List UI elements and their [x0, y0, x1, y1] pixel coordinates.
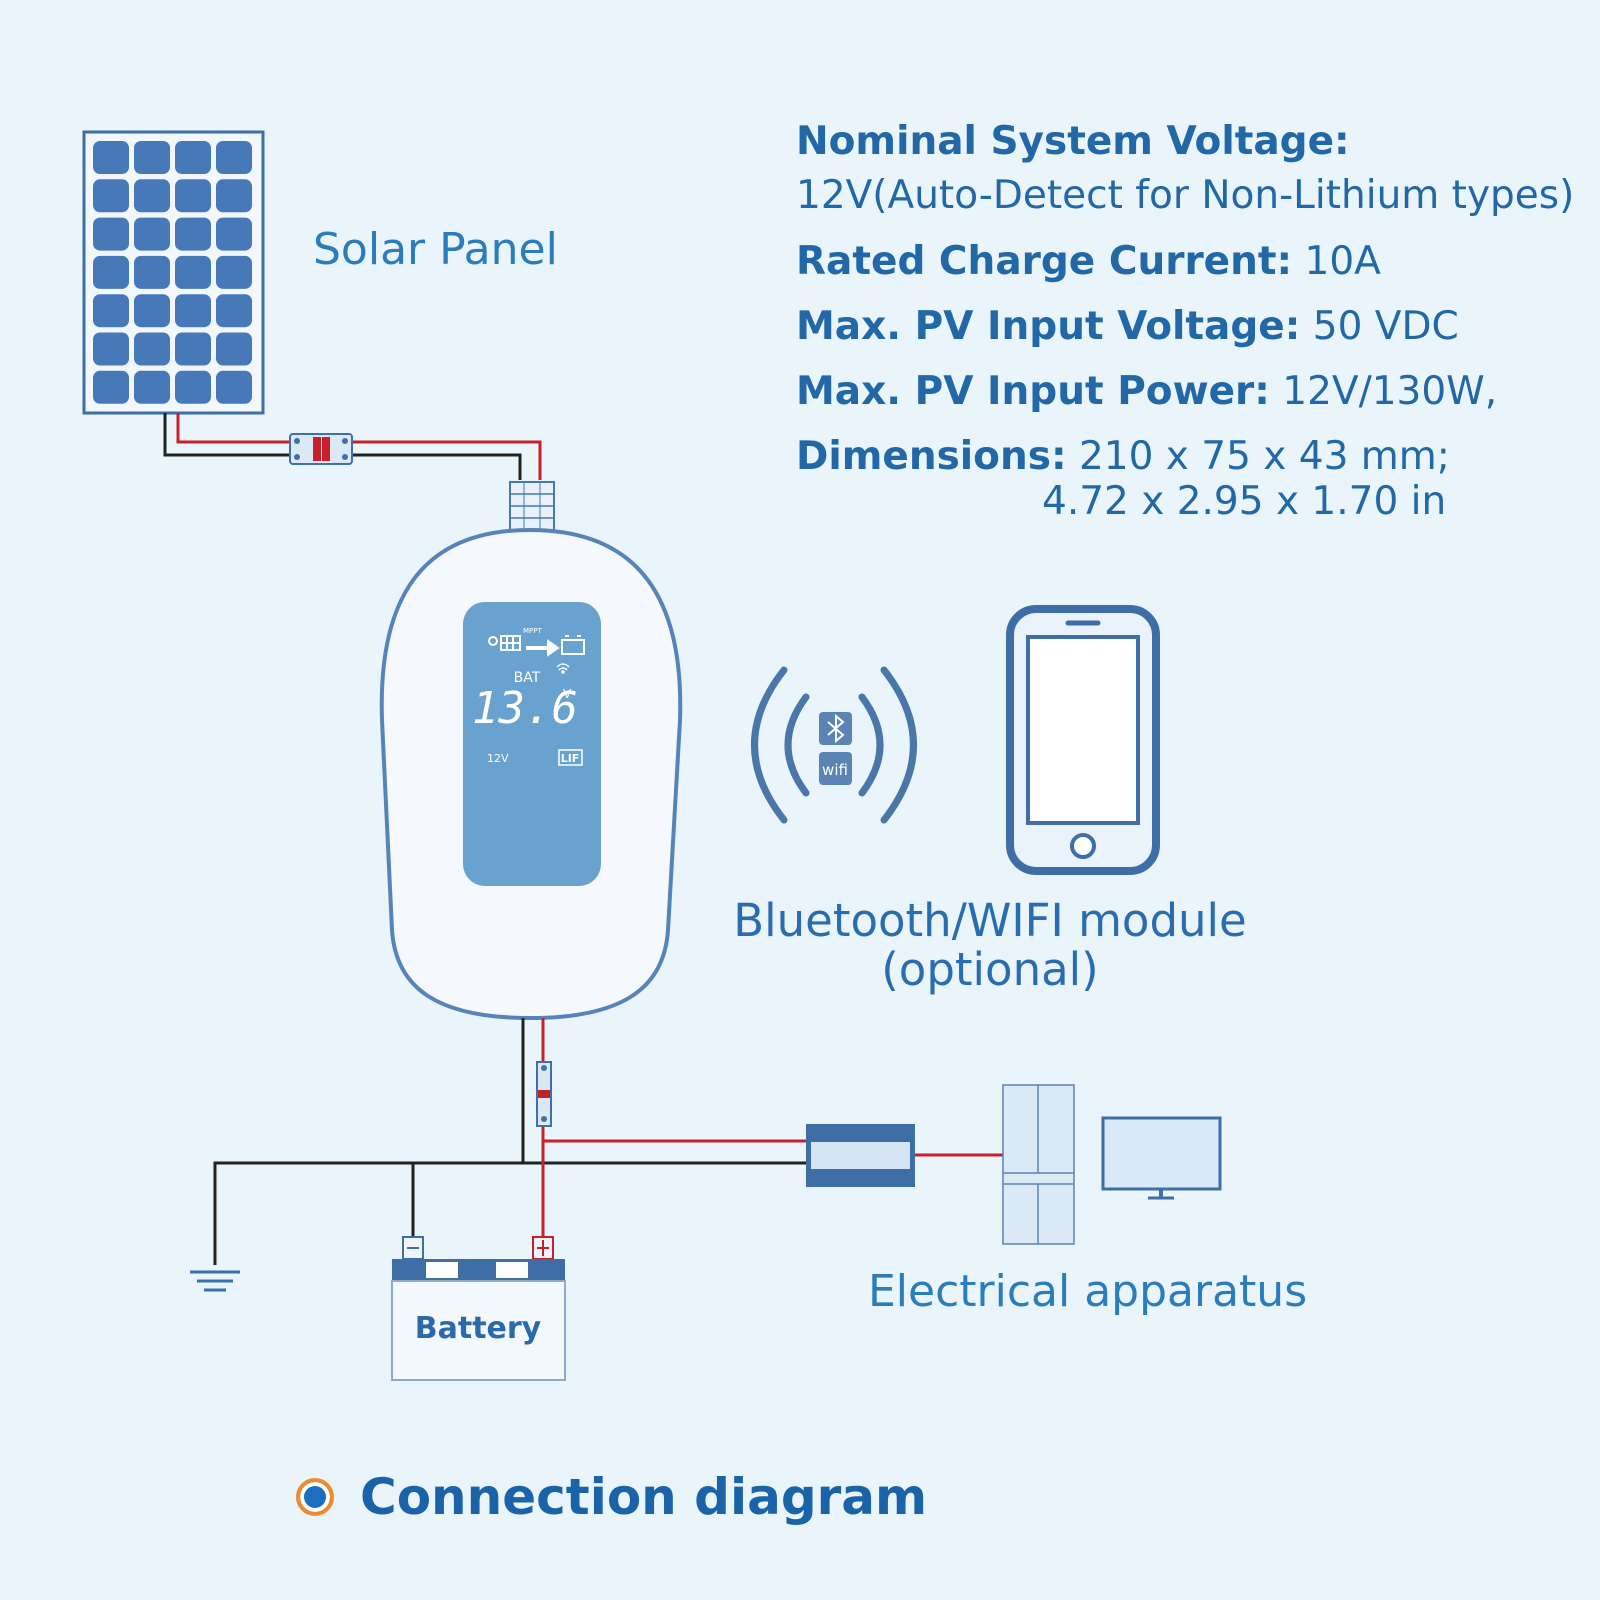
voltage-readout: 13.6: [472, 683, 578, 734]
solar-cell: [216, 141, 252, 174]
solar-cell: [93, 179, 129, 213]
output-wires: [213, 1018, 1003, 1265]
display-icons: [488, 635, 585, 657]
bullet-icon: [296, 1478, 334, 1516]
solar-cell: [134, 141, 170, 174]
solar-panel: [82, 130, 265, 415]
solar-cell: [175, 141, 211, 174]
ground-icon: [190, 1270, 240, 1292]
spec-dimensions: Dimensions: 210 x 75 x 43 mm;: [796, 434, 1450, 480]
spec-nominal-voltage-value: 12V(Auto-Detect for Non-Lithium types): [796, 173, 1575, 218]
smartphone-icon: [1006, 605, 1160, 875]
spec-label: Rated Charge Current:: [796, 239, 1293, 284]
solar-cell: [93, 141, 129, 174]
spec-dimensions-in: 4.72 x 2.95 x 1.70 in: [1042, 479, 1447, 524]
solar-cell: [216, 217, 252, 251]
solar-cell: [93, 370, 129, 404]
bluetooth-icon: [819, 712, 852, 745]
bat-label: BAT: [514, 670, 541, 686]
solar-cell: [134, 179, 170, 213]
spec-charge-current: Rated Charge Current: 10A: [796, 239, 1381, 285]
solar-cell: [216, 294, 252, 328]
system-voltage: 12V: [487, 752, 509, 765]
voltage-unit: V: [563, 687, 572, 701]
spec-label: Max. PV Input Power:: [796, 369, 1270, 414]
wireless-signal-icon: [751, 666, 917, 824]
solar-cell: [216, 179, 252, 213]
solar-cell: [134, 332, 170, 366]
battery: [391, 1236, 566, 1381]
solar-cell: [93, 255, 129, 289]
solar-cell: [175, 370, 211, 404]
solar-cell: [93, 294, 129, 328]
solar-cell: [93, 217, 129, 251]
apparatus-label: Electrical apparatus: [868, 1266, 1308, 1317]
diagram-title-text: Connection diagram: [360, 1468, 928, 1526]
spec-label: Nominal System Voltage:: [796, 119, 1350, 164]
solar-cell: [175, 332, 211, 366]
cable-gland: [509, 481, 555, 531]
monitor-icon: [1101, 1116, 1222, 1200]
pv-connector: [289, 433, 353, 465]
spec-nominal-voltage-label: Nominal System Voltage:: [796, 119, 1350, 165]
charge-controller: MPPT BAT 13.6 V 12V LIF: [379, 527, 683, 1021]
diagram-title: Connection diagram: [296, 1468, 927, 1526]
solar-cell: [175, 255, 211, 289]
solar-cell: [93, 332, 129, 366]
wifi-icon: wifi: [819, 752, 852, 785]
inverter: [806, 1124, 915, 1187]
solar-cell: [134, 370, 170, 404]
solar-cell: [134, 217, 170, 251]
spec-label: Max. PV Input Voltage:: [796, 304, 1301, 349]
spec-value: 12V/130W,: [1282, 369, 1498, 414]
module-optional-label: (optional): [881, 943, 1099, 996]
spec-value: 210 x 75 x 43 mm;: [1078, 434, 1450, 479]
fuse-holder: [536, 1061, 552, 1127]
solar-cell: [175, 217, 211, 251]
spec-value: 50 VDC: [1312, 304, 1459, 349]
wifi-signal-icon: [556, 663, 570, 674]
battery-type: LIF: [561, 752, 580, 765]
wifi-text: wifi: [822, 761, 848, 779]
solar-cell: [134, 255, 170, 289]
solar-cell: [175, 179, 211, 213]
solar-cell: [175, 294, 211, 328]
solar-panel-label: Solar Panel: [313, 224, 558, 275]
spec-pv-power: Max. PV Input Power: 12V/130W,: [796, 369, 1498, 415]
solar-cell: [216, 255, 252, 289]
module-label: Bluetooth/WIFI module: [733, 894, 1247, 947]
solar-cell: [216, 370, 252, 404]
spec-pv-voltage: Max. PV Input Voltage: 50 VDC: [796, 304, 1459, 350]
solar-cell: [134, 294, 170, 328]
refrigerator-icon: [1002, 1084, 1075, 1245]
spec-value: 10A: [1304, 239, 1381, 284]
battery-label: Battery: [415, 1311, 542, 1346]
solar-cell: [216, 332, 252, 366]
spec-label: Dimensions:: [796, 434, 1067, 479]
mppt-label: MPPT: [523, 627, 542, 635]
